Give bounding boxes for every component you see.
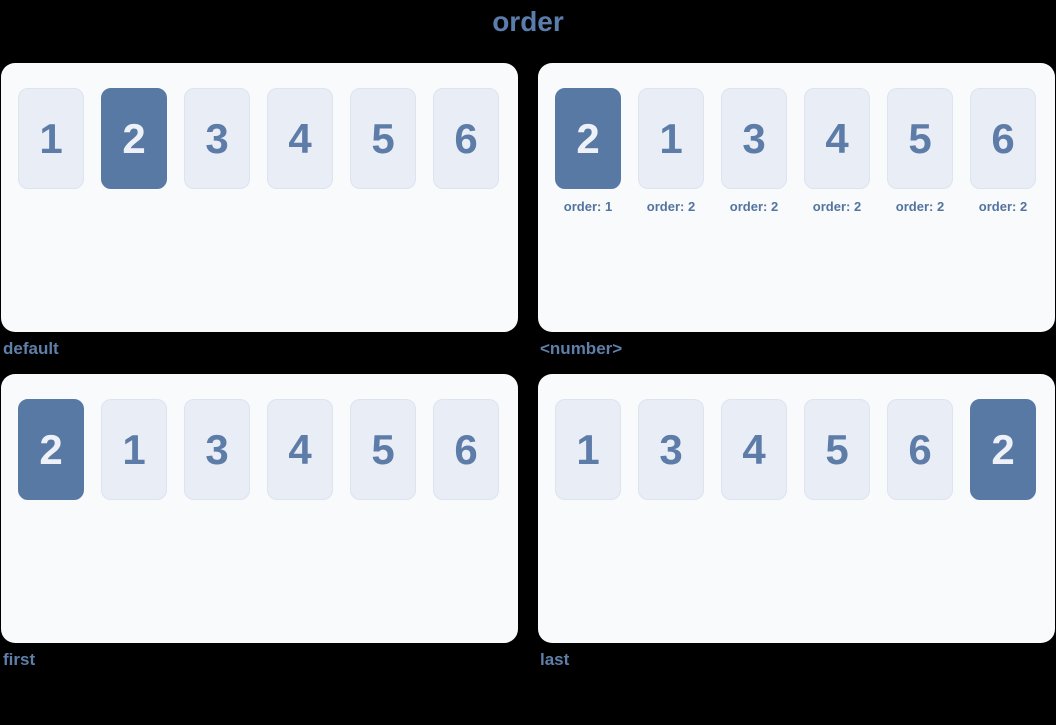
flex-item: 5	[350, 88, 416, 189]
flex-item-with-caption: 2 order: 1	[555, 88, 621, 214]
flex-item-with-caption: 3 order: 2	[721, 88, 787, 214]
flex-item: 5	[350, 399, 416, 500]
flex-item: 4	[804, 88, 870, 189]
flex-item: 4	[721, 399, 787, 500]
example-last: 1 3 4 5 6 2 last	[538, 374, 1055, 671]
panel-label-first: first	[3, 650, 36, 669]
order-caption: order: 2	[812, 199, 862, 214]
flex-item: 2	[101, 88, 167, 189]
example-default: 1 2 3 4 5 6 default	[1, 63, 518, 360]
flex-item: 6	[433, 88, 499, 189]
demo-panel-first: 2 1 3 4 5 6	[1, 374, 518, 643]
flex-item: 2	[970, 399, 1036, 500]
flex-item: 3	[184, 399, 250, 500]
flex-item: 5	[804, 399, 870, 500]
order-caption: order: 2	[729, 199, 779, 214]
flex-item: 6	[970, 88, 1036, 189]
flex-item: 2	[555, 88, 621, 189]
flex-item: 1	[638, 88, 704, 189]
example-first: 2 1 3 4 5 6 first	[1, 374, 518, 671]
demo-panel-last: 1 3 4 5 6 2	[538, 374, 1055, 643]
flex-item: 4	[267, 88, 333, 189]
panel-label-number: <number>	[540, 339, 623, 358]
order-caption: order: 2	[978, 199, 1028, 214]
flex-item: 4	[267, 399, 333, 500]
flex-item: 5	[887, 88, 953, 189]
flex-item: 1	[101, 399, 167, 500]
examples-grid: 1 2 3 4 5 6 default 2 order: 1 1 order: …	[0, 63, 1056, 671]
flex-item: 6	[887, 399, 953, 500]
flex-item: 3	[184, 88, 250, 189]
flex-item: 6	[433, 399, 499, 500]
order-caption: order: 2	[895, 199, 945, 214]
flex-item-with-caption: 1 order: 2	[638, 88, 704, 214]
flex-item: 3	[638, 399, 704, 500]
panel-label-last: last	[540, 650, 570, 669]
flex-item-with-caption: 4 order: 2	[804, 88, 870, 214]
flex-item: 2	[18, 399, 84, 500]
demo-panel-number: 2 order: 1 1 order: 2 3 order: 2 4 order…	[538, 63, 1055, 332]
page-title: order	[492, 6, 564, 37]
order-caption: order: 2	[646, 199, 696, 214]
flex-item-with-caption: 5 order: 2	[887, 88, 953, 214]
panel-label-default: default	[3, 339, 59, 358]
order-caption: order: 1	[563, 199, 613, 214]
flex-item: 1	[18, 88, 84, 189]
flex-item: 3	[721, 88, 787, 189]
demo-panel-default: 1 2 3 4 5 6	[1, 63, 518, 332]
flex-item-with-caption: 6 order: 2	[970, 88, 1036, 214]
example-number: 2 order: 1 1 order: 2 3 order: 2 4 order…	[538, 63, 1055, 360]
flex-item: 1	[555, 399, 621, 500]
